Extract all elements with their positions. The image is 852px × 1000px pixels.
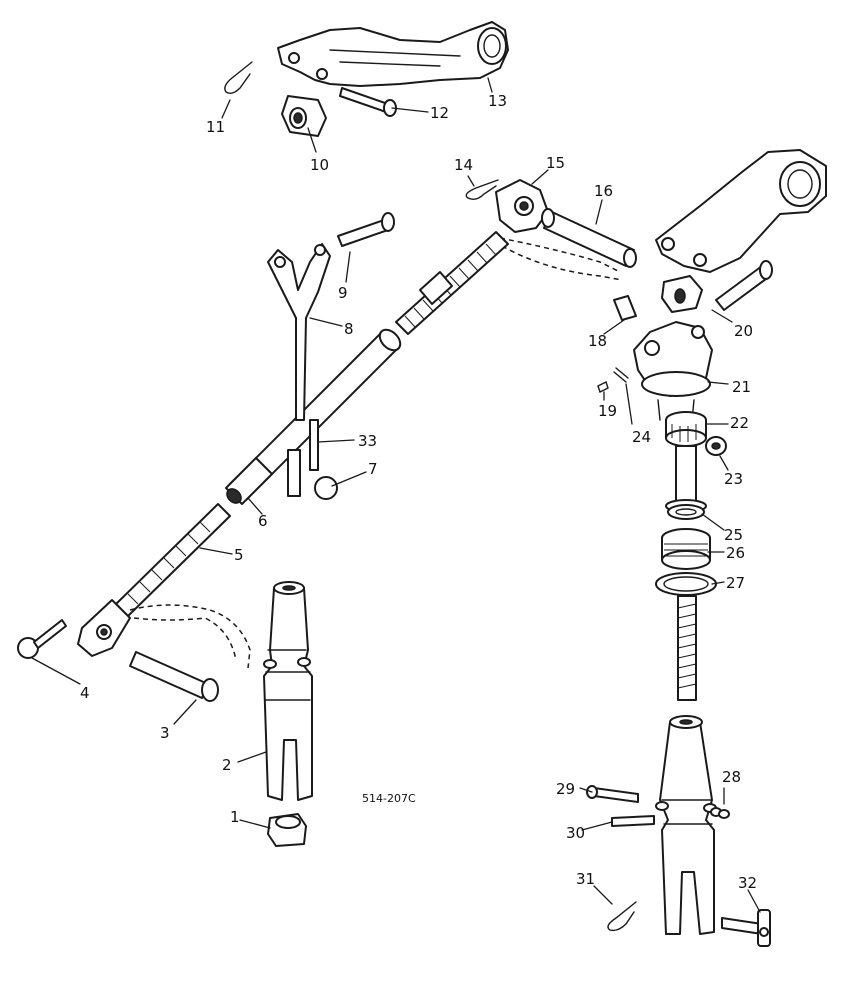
- callout-13: 13: [488, 92, 507, 110]
- callout-3: 3: [160, 724, 170, 742]
- callout-31: 31: [576, 870, 595, 888]
- callout-11: 11: [206, 118, 225, 136]
- part-2-clevis: [263, 581, 313, 801]
- part-3-pin: [129, 651, 219, 702]
- leader-lines: [31, 77, 761, 913]
- part-14-spring-clip: [465, 179, 499, 201]
- part-9-bolt: [337, 212, 395, 247]
- callout-16: 16: [594, 182, 613, 200]
- callout-28: 28: [722, 768, 741, 786]
- callout-25: 25: [724, 526, 743, 544]
- callout-24: 24: [632, 428, 651, 446]
- right-clevis-body: [655, 715, 717, 935]
- part-7-ball: [314, 476, 338, 500]
- part-30-pin: [611, 815, 655, 827]
- callout-labels: 13 12 10 11 14 15 16 9 8 20 18 21 19 24 …: [80, 92, 757, 892]
- part-21-clevis: [633, 321, 713, 421]
- part-28-nut: [710, 807, 730, 819]
- part-10-bush: [281, 95, 327, 137]
- right-lift-arm: [655, 149, 827, 273]
- callout-6: 6: [258, 512, 268, 530]
- right-bush: [661, 275, 703, 313]
- callout-26: 26: [726, 544, 745, 562]
- callout-30: 30: [566, 824, 585, 842]
- part-4-linch-pin: [17, 619, 67, 659]
- part-22-gear: [665, 411, 707, 447]
- part-15-ball-end: [495, 179, 549, 233]
- part-1-nut: [267, 813, 307, 847]
- callout-2: 2: [222, 756, 232, 774]
- part-13-lift-arm: [277, 21, 509, 87]
- callout-5: 5: [234, 546, 244, 564]
- callout-15: 15: [546, 154, 565, 172]
- lower-threaded-shaft: [677, 595, 697, 701]
- callout-9: 9: [338, 284, 348, 302]
- callout-18: 18: [588, 332, 607, 350]
- callout-12: 12: [430, 104, 449, 122]
- drawing-reference: 514-207C: [362, 792, 416, 805]
- callout-23: 23: [724, 470, 743, 488]
- callout-8: 8: [344, 320, 354, 338]
- lower-chain: [129, 604, 251, 669]
- callout-20: 20: [734, 322, 753, 340]
- callout-27: 27: [726, 574, 745, 592]
- part-33-screw: [287, 419, 319, 497]
- callout-22: 22: [730, 414, 749, 432]
- callout-1: 1: [230, 808, 240, 826]
- part-12-pin: [339, 87, 397, 117]
- part-16-pin: [541, 208, 637, 268]
- top-link-chain: [499, 237, 623, 281]
- callout-7: 7: [368, 460, 378, 478]
- part-31-spring-clip: [607, 901, 637, 932]
- top-link-threaded-rod: [395, 231, 509, 335]
- part-24-spring-pin: [613, 367, 629, 383]
- part-23-nut: [705, 436, 727, 456]
- leveling-shaft: [665, 445, 707, 513]
- part-26-nut: [661, 528, 711, 570]
- part-32-pin: [721, 909, 771, 947]
- part-27-ring: [655, 572, 717, 596]
- callout-29: 29: [556, 780, 575, 798]
- part-29-bolt: [586, 785, 639, 803]
- part-5-threaded-rod: [77, 503, 231, 657]
- part-25-washer: [667, 504, 705, 520]
- part-11-spring-clip: [224, 61, 253, 95]
- callout-19: 19: [598, 402, 617, 420]
- callout-33: 33: [358, 432, 377, 450]
- callout-14: 14: [454, 156, 473, 174]
- callout-4: 4: [80, 684, 90, 702]
- callout-21: 21: [732, 378, 751, 396]
- part-8-fork: [267, 243, 331, 421]
- part-19-pin: [597, 381, 609, 393]
- callout-10: 10: [310, 156, 329, 174]
- callout-32: 32: [738, 874, 757, 892]
- top-link-tube: [225, 328, 402, 505]
- part-18-fitting: [613, 295, 637, 321]
- part-20-bolt: [715, 260, 773, 311]
